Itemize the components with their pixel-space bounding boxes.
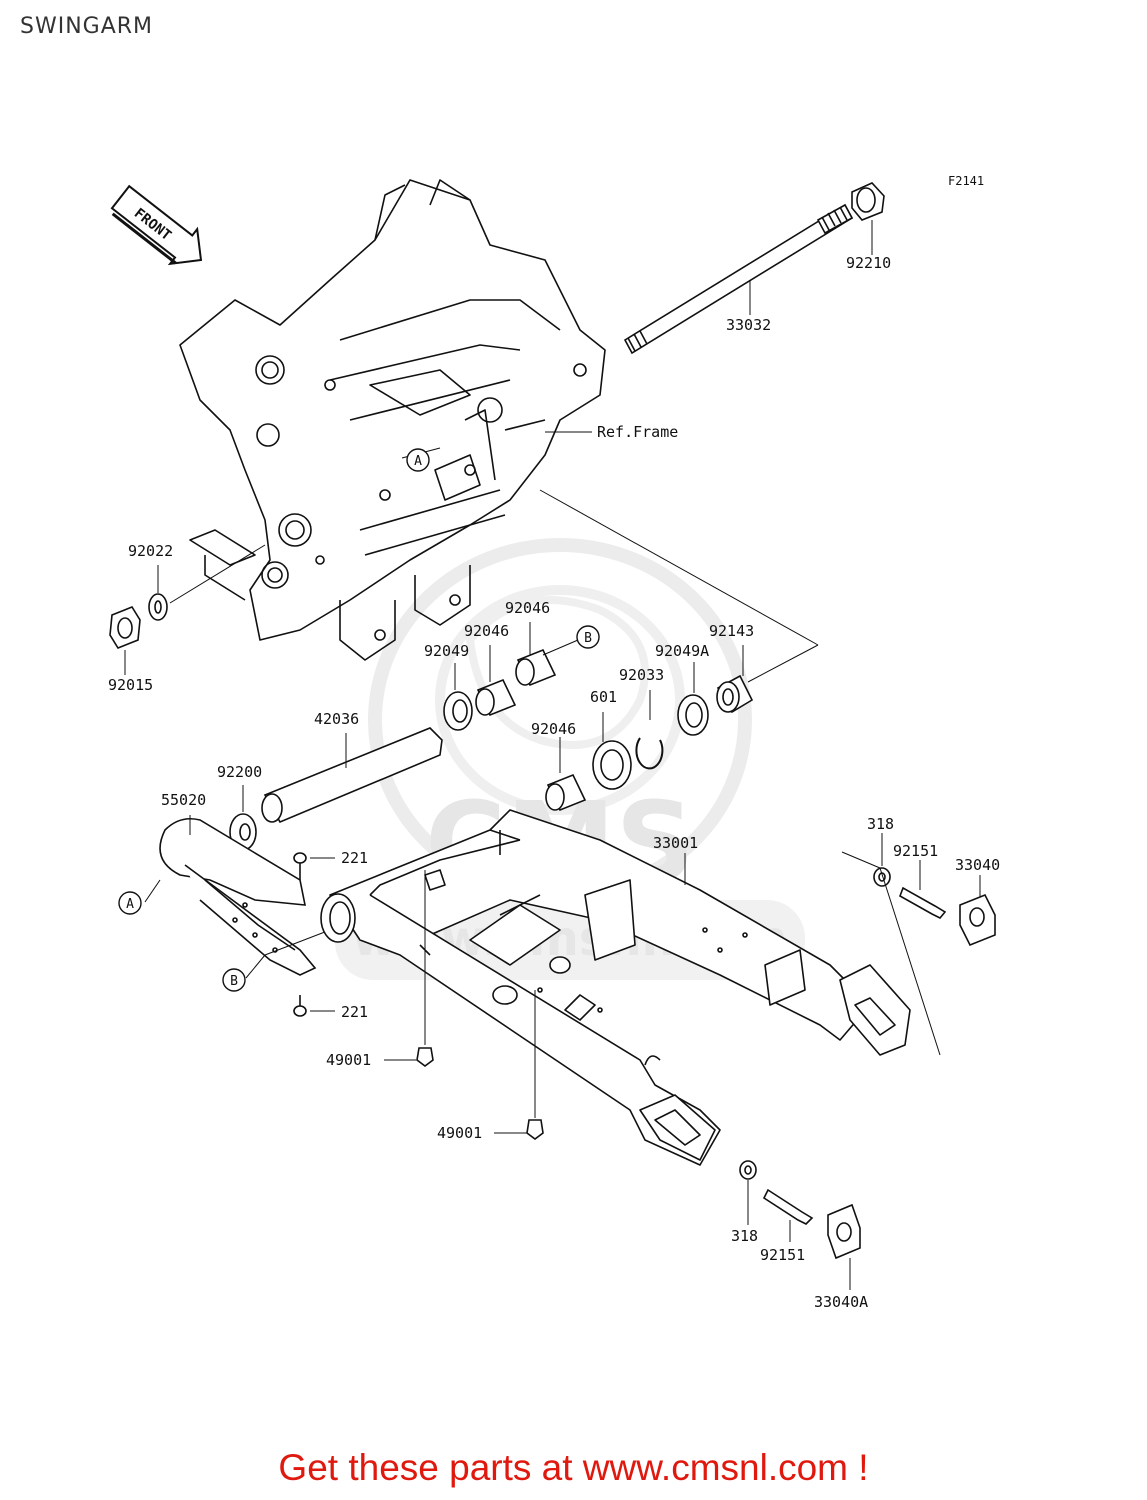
part-label-92143: 92143: [709, 622, 754, 640]
bolt-49001-top: [416, 870, 434, 1067]
marker-b-bearing: B: [576, 625, 600, 649]
part-label-92200: 92200: [217, 763, 262, 781]
bearing-parts: [443, 648, 754, 812]
part-label-33040: 33040: [955, 856, 1000, 874]
figure-code: F2141: [948, 174, 984, 188]
part-label-221-bottom: 221: [341, 1003, 368, 1021]
part-label-33001: 33001: [653, 834, 698, 852]
part-label-92210: 92210: [846, 254, 891, 272]
part-label-49001-top: 49001: [326, 1051, 371, 1069]
svg-text:B: B: [230, 974, 238, 989]
nut-92015: [109, 606, 141, 649]
part-label-92046-mid: 92046: [464, 622, 509, 640]
bolt-221-top: [293, 852, 307, 880]
part-label-92046-top: 92046: [505, 599, 550, 617]
adjuster-set-top: [873, 867, 996, 947]
part-label-92151-bottom: 92151: [760, 1246, 805, 1264]
part-label-92049: 92049: [424, 642, 469, 660]
frame-drawing: [179, 179, 606, 661]
marker-a-frame: A: [406, 448, 430, 472]
leader-lines: [124, 220, 981, 1290]
sleeve-42036: [261, 727, 443, 824]
part-label-33032: 33032: [726, 316, 771, 334]
part-label-92046-low: 92046: [531, 720, 576, 738]
front-direction-arrow: FRONT: [110, 184, 203, 266]
part-label-318-top: 318: [867, 815, 894, 833]
svg-text:B: B: [584, 631, 592, 646]
part-label-49001-bottom: 49001: [437, 1124, 482, 1142]
call-to-action-link[interactable]: Get these parts at www.cmsnl.com !: [278, 1447, 869, 1488]
swingarm-33001: [320, 809, 911, 1166]
marker-b-guard: B: [222, 968, 246, 992]
adjuster-set-bottom: [739, 1160, 861, 1260]
part-label-33040a: 33040A: [814, 1293, 868, 1311]
part-label-55020: 55020: [161, 791, 206, 809]
nut-92210: [851, 182, 885, 221]
ref-frame-label: Ref.Frame: [597, 423, 678, 441]
marker-a-guard: A: [118, 891, 142, 915]
part-label-42036: 42036: [314, 710, 359, 728]
part-label-318-bottom: 318: [731, 1227, 758, 1245]
part-label-601: 601: [590, 688, 617, 706]
part-label-92022: 92022: [128, 542, 173, 560]
part-label-221-top: 221: [341, 849, 368, 867]
bolt-221-bottom: [293, 995, 307, 1017]
part-label-92015: 92015: [108, 676, 153, 694]
bolt-49001-bottom: [526, 990, 544, 1140]
page-title: SWINGARM: [20, 14, 154, 39]
part-label-92033: 92033: [619, 666, 664, 684]
chain-guard-55020: [159, 817, 317, 976]
part-label-92151-top: 92151: [893, 842, 938, 860]
svg-text:A: A: [126, 897, 134, 912]
part-label-92049a: 92049A: [655, 642, 709, 660]
washer-92022: [148, 593, 168, 621]
leader-33040: [841, 851, 941, 1056]
pivot-shaft: [623, 203, 854, 355]
svg-text:A: A: [414, 454, 422, 469]
